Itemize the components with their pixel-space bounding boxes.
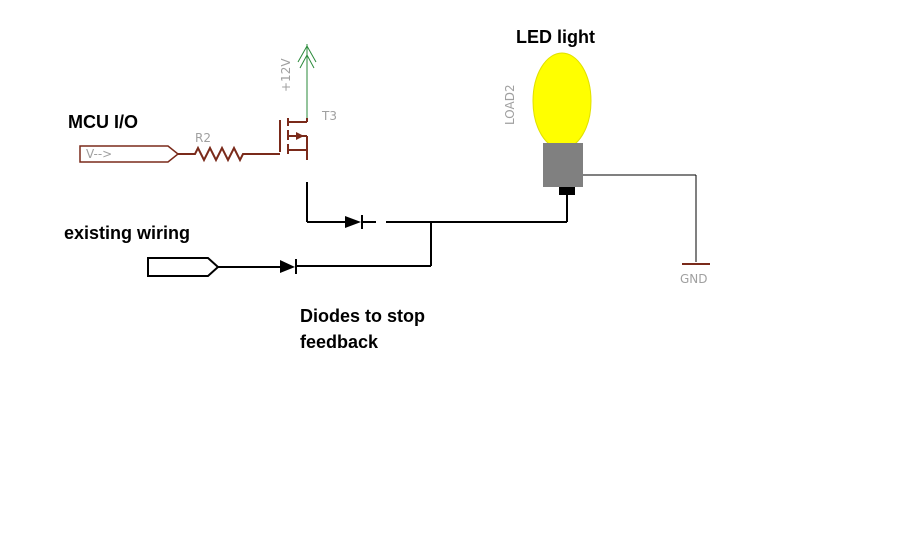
diodes-note-line2: feedback (300, 332, 379, 352)
supply-12v-symbol (297, 44, 317, 118)
existing-wiring-label: existing wiring (64, 223, 190, 243)
existing-wiring-port (147, 257, 220, 277)
diode-2 (280, 259, 297, 274)
mcu-port-symbol (79, 145, 180, 163)
transistor-label: T3 (321, 109, 337, 123)
led-bulb (532, 52, 592, 195)
mcu-io-label: MCU I/O (68, 112, 138, 132)
diodes-note-line1: Diodes to stop (300, 306, 425, 326)
resistor-label: R2 (195, 131, 211, 145)
resistor-r2 (178, 145, 280, 163)
load-label: LOAD2 (503, 84, 517, 125)
mcu-port-label: V--> (86, 147, 112, 161)
supply-label: +12V (279, 58, 293, 92)
led-light-label: LED light (516, 27, 595, 47)
diode-1 (345, 215, 363, 229)
ground-label: GND (680, 272, 708, 286)
transistor-t3 (279, 118, 308, 160)
